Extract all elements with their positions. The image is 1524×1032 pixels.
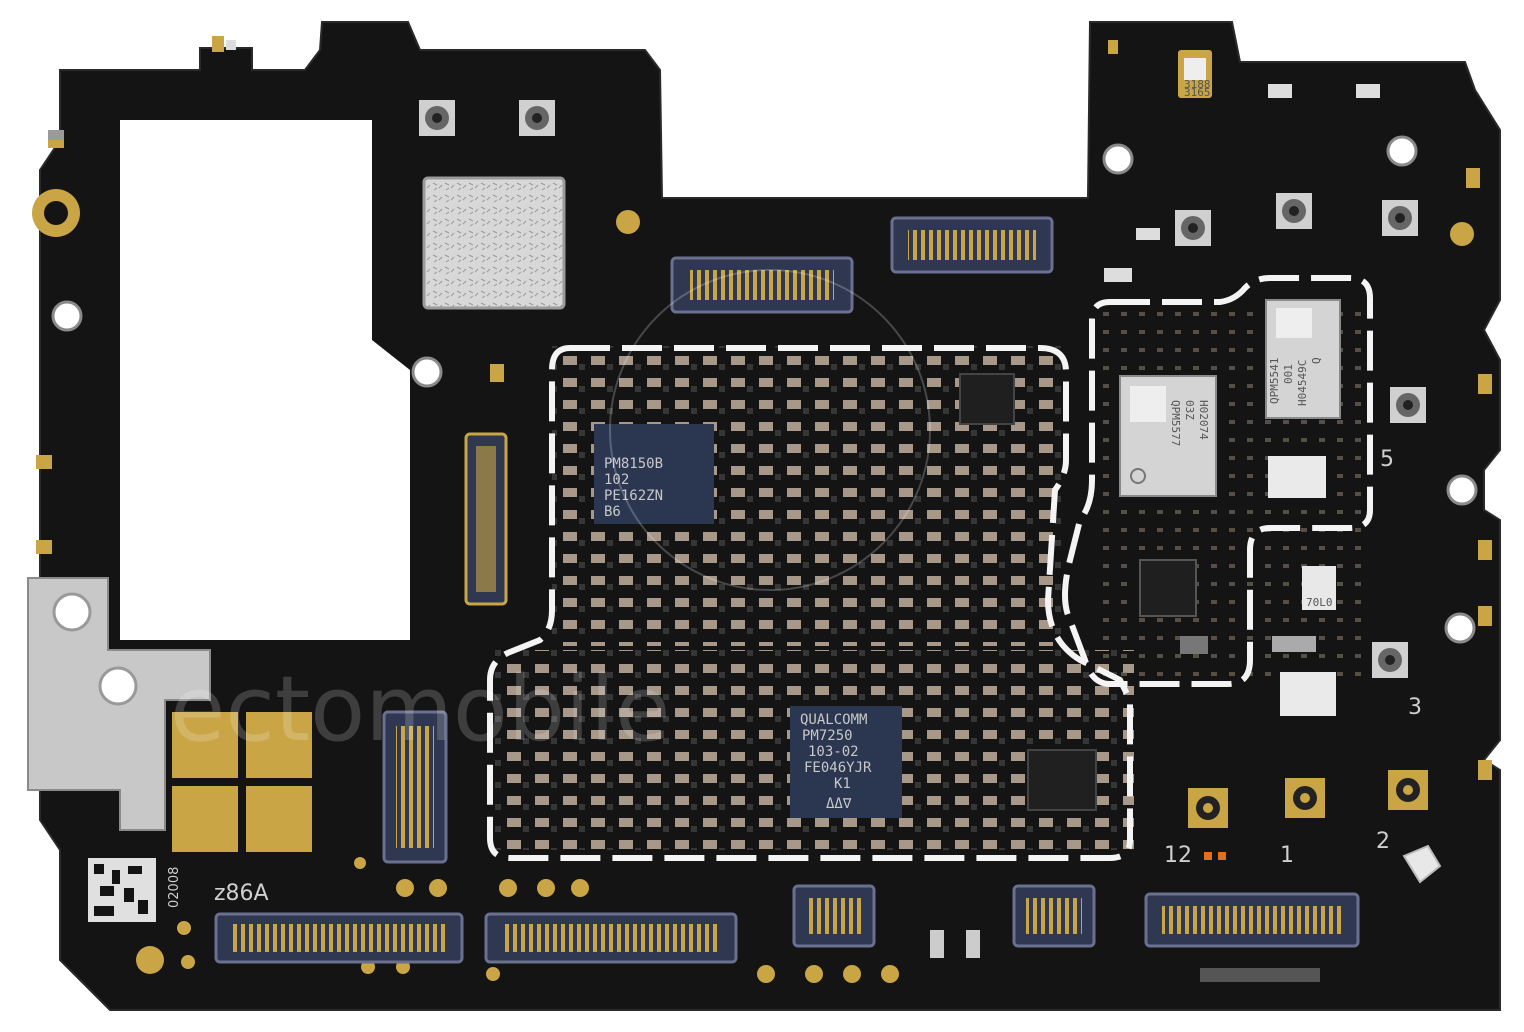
qpm5541-line-1: QPM5541 [1268,358,1281,404]
gold-test-points [136,210,1474,983]
smd-pads [36,36,1492,982]
qualcomm-line-3: 103-02 [808,744,859,760]
pmic-line-4: B6 [604,504,621,520]
qualcomm-line-5: K1 [834,776,851,792]
port-label-2: 2 [1376,829,1390,854]
qpm5541-chip: QPM5541 001 H04549C Q [1265,299,1341,419]
pmic-chip: PM8150B 102 PE162ZN B6 [594,424,714,524]
port-label-5: 5 [1380,447,1394,472]
qpm5577-line-3: H02074 [1197,400,1210,440]
datamatrix-text: 02008 [167,867,182,908]
qpm5577-line-1: QPM5577 [1169,400,1182,446]
mic-code-2: 3165 [1184,86,1211,99]
board-connectors [214,216,1360,964]
qpm5577-chip: QPM5577 03Z H02074 [1119,375,1217,497]
qpm5541-line-2: 001 [1282,364,1295,384]
datamatrix-code: 02008 [88,858,182,922]
antenna-connectors [419,100,1428,828]
shield-fence-rf [1062,275,1373,687]
black-ic-top [959,373,1015,425]
microphone: 3188 3165 [1178,50,1212,99]
watermark-text: ectomobile [170,657,670,762]
label-sticker-small [1302,566,1336,610]
black-ic-right [1027,749,1097,811]
port-label-3: 3 [1408,695,1422,720]
qualcomm-mark: ΔΔ∇ [826,796,852,812]
pmic-line-2: 102 [604,472,629,488]
gold-contact-pads [172,712,312,852]
qualcomm-line-4: FE046YJR [804,760,872,776]
board-model-label: z86A [214,881,269,906]
qpm5541-line-4: Q [1310,357,1323,364]
shield-can-small [422,176,566,310]
pmic-line-3: PE162ZN [604,488,663,504]
mic-code-1: 3188 [1184,78,1211,91]
port-label-12: 12 [1164,843,1192,868]
watermark: ectomobile [170,269,931,762]
mounting-holes [51,135,1478,644]
qualcomm-chip: QUALCOMM PM7250 103-02 FE046YJR K1 ΔΔ∇ [790,706,902,818]
port-label-1: 1 [1280,843,1294,868]
pmic-line-1: PM8150B [604,456,663,472]
shield-fence-main [487,345,1133,861]
qualcomm-line-2: PM7250 [802,728,853,744]
qpm5577-line-2: 03Z [1183,400,1196,420]
qpm5541-line-3: H04549C [1296,360,1309,406]
small-chip-code: 70L0 [1306,596,1333,609]
black-ic-rf [1139,559,1197,617]
flex-cable-corner [1402,844,1442,884]
qualcomm-line-1: QUALCOMM [800,712,867,728]
